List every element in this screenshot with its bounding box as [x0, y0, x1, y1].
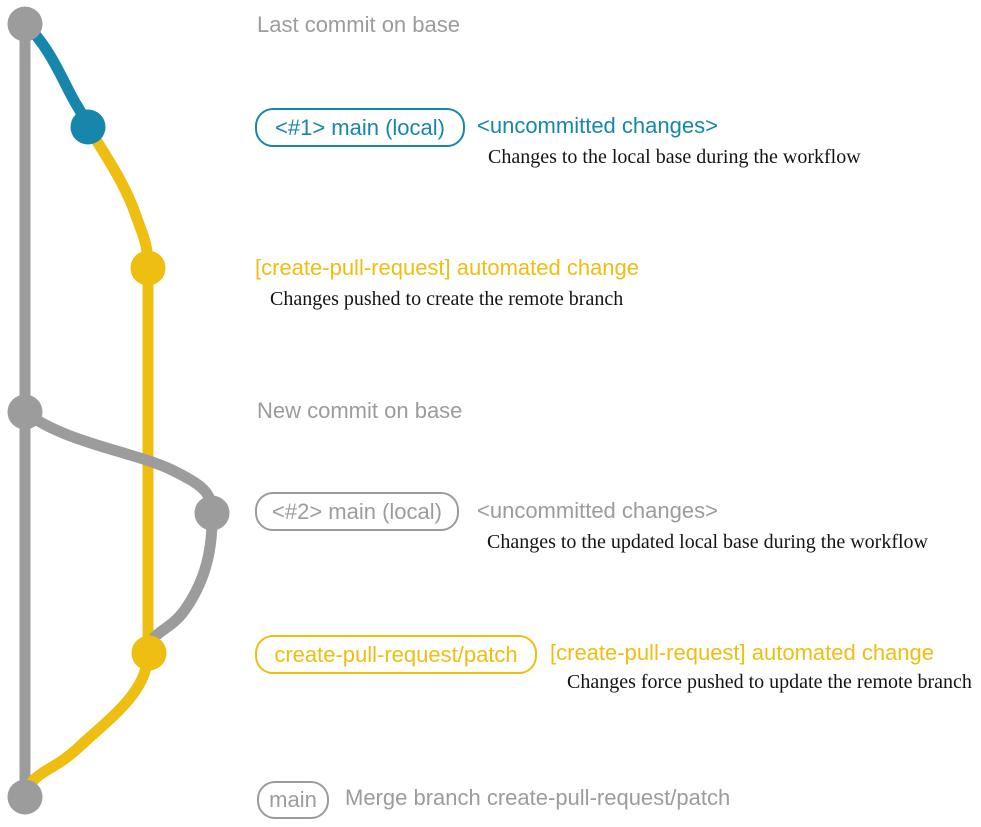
branch-badge-local-main-1: <#1> main (local): [255, 108, 465, 147]
branch-badge-label: <#1> main (local): [275, 114, 445, 140]
uncommitted-changes-caption-1: Changes to the local base during the wor…: [488, 146, 861, 168]
uncommitted-changes-title-2: <uncommitted changes>: [477, 498, 718, 523]
branch-badge-label: create-pull-request/patch: [274, 641, 518, 667]
automated-change-title-2: [create-pull-request] automated change: [550, 640, 935, 665]
commit-node-merge: [7, 779, 43, 815]
create-pull-request-branch-path: [19, 121, 154, 803]
local-changes-branch-curve: [19, 18, 94, 133]
last-commit-label: Last commit on base: [257, 12, 460, 37]
commit-node-branch-created: [130, 250, 166, 286]
branch-badge-local-main-2: <#2> main (local): [255, 492, 459, 531]
branch-badge-label: <#2> main (local): [272, 498, 442, 524]
uncommitted-changes-title-1: <uncommitted changes>: [477, 113, 718, 138]
uncommitted-changes-caption-2: Changes to the updated local base during…: [487, 531, 928, 553]
new-commit-label: New commit on base: [257, 398, 463, 423]
branch-badge-patch: create-pull-request/patch: [255, 635, 537, 674]
commit-node-local-main-1: [70, 109, 106, 145]
updated-local-main-curve: [19, 406, 218, 659]
branch-badge-main: main: [257, 781, 329, 819]
automated-change-title-1: [create-pull-request] automated change: [255, 255, 640, 280]
automated-change-caption-1: Changes pushed to create the remote bran…: [270, 288, 624, 310]
commit-node-branch-updated: [131, 635, 167, 671]
commit-node-last-base: [7, 6, 43, 42]
commit-node-local-main-2: [194, 495, 230, 531]
branch-badge-label: main: [269, 787, 317, 812]
commit-node-new-base: [7, 394, 43, 430]
automated-change-caption-2: Changes force pushed to update the remot…: [567, 671, 972, 693]
merge-commit-label: Merge branch create-pull-request/patch: [345, 785, 731, 810]
